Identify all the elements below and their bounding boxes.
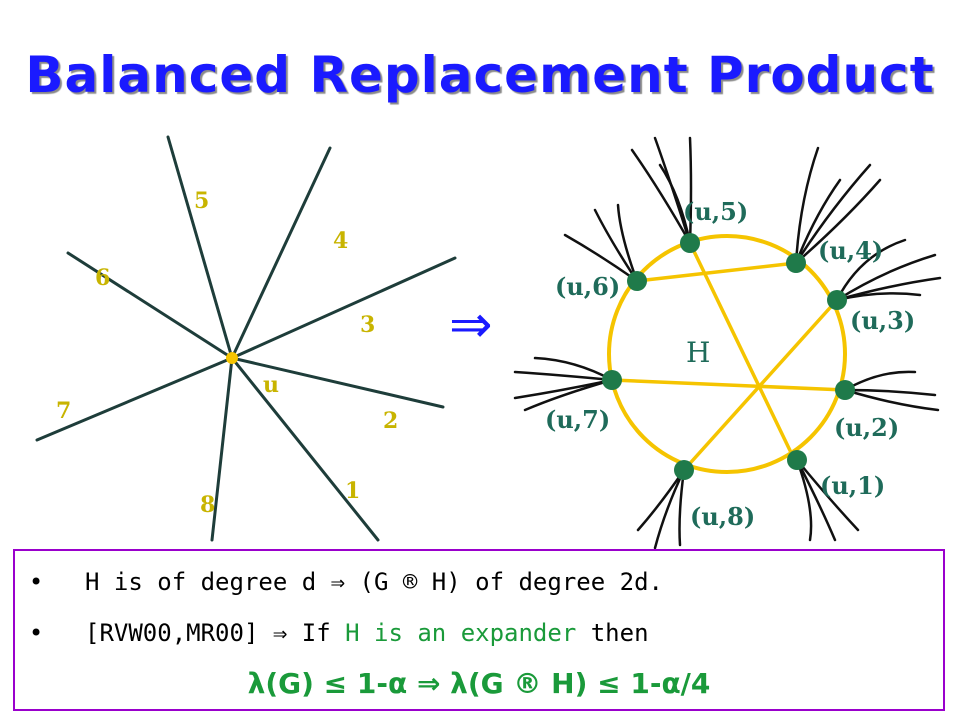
formula: λ(G) ≤ 1-α ⇒ λ(G ® H) ≤ 1-α/4: [247, 667, 711, 700]
vertex-label-u1: (u,1): [820, 471, 885, 500]
star-edge: [230, 146, 332, 360]
cloud-center-label: H: [686, 336, 710, 369]
cloud-vertices: [602, 233, 855, 480]
bullet-2-highlight: H is an expander: [345, 619, 577, 647]
vertex-u-label: u: [263, 372, 279, 398]
page-title: Balanced Replacement Product: [25, 46, 935, 104]
vertex-u2: [835, 380, 855, 400]
star-edge: [35, 356, 234, 442]
bullet-2-text: [RVW00,MR00] ⇒ If H is an expander then: [85, 619, 649, 647]
vertex-label-u8: (u,8): [690, 502, 755, 531]
star-edge: [210, 356, 234, 542]
vertex-label-u4: (u,4): [818, 236, 883, 265]
vertex-u5: [680, 233, 700, 253]
cloud-edges: [611, 242, 846, 472]
edge-label-7: 7: [56, 398, 71, 424]
edge-label-1: 1: [345, 478, 360, 504]
bullet-dot: •: [29, 619, 44, 647]
vertex-u4: [786, 253, 806, 273]
edge-label-8: 8: [200, 492, 215, 518]
vertex-label-u7: (u,7): [545, 405, 610, 434]
edge-label-6: 6: [95, 265, 110, 291]
bullet-dot: •: [29, 568, 44, 596]
star-edge: [230, 256, 457, 360]
bullet-2-suffix: then: [576, 619, 649, 647]
implies-symbol: ⇒: [449, 295, 493, 355]
star-edge: [66, 251, 234, 360]
edge-label-4: 4: [333, 228, 348, 254]
vertex-label-u6: (u,6): [555, 272, 620, 301]
vertex-u1: [787, 450, 807, 470]
vertex-u: [226, 352, 238, 364]
vertex-label-u2: (u,2): [834, 413, 899, 442]
text-box: • H is of degree d ⇒ (G ® H) of degree 2…: [13, 549, 945, 711]
cloud-cycle: [607, 234, 847, 474]
vertex-u8: [674, 460, 694, 480]
vertex-u7: [602, 370, 622, 390]
star-edge: [230, 356, 445, 409]
edge-label-3: 3: [360, 312, 375, 338]
vertex-label-u5: (u,5): [683, 197, 748, 226]
vertex-u3: [827, 290, 847, 310]
star-graph: [35, 135, 457, 542]
vertex-u6: [627, 271, 647, 291]
star-edge: [230, 356, 380, 542]
bullet-2-prefix: [RVW00,MR00] ⇒ If: [85, 619, 346, 647]
bullet-1-text: H is of degree d ⇒ (G ® H) of degree 2d.: [85, 568, 663, 596]
diagram: u 1 2 3 4 5 6 7 8 ⇒: [35, 135, 942, 550]
star-edge: [166, 135, 234, 360]
edge-label-5: 5: [194, 188, 209, 214]
vertex-label-u3: (u,3): [850, 306, 915, 335]
edge-label-2: 2: [383, 408, 398, 434]
